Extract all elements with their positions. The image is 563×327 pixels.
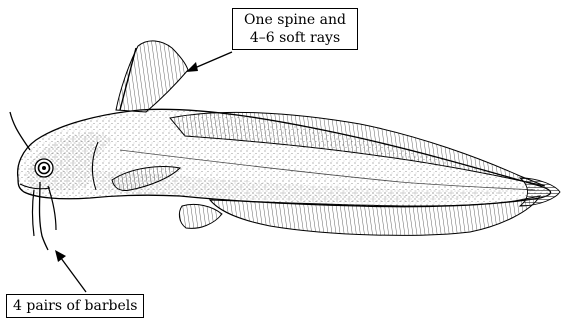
barbel-long-2 [33,190,35,236]
spine-callout-line2: 4–6 soft rays [239,29,351,47]
dorsal-fin-spiny [116,41,188,112]
pelvic-fin [179,204,222,228]
barbel-arrow-line [58,254,86,292]
barbel-arrow-head [55,250,66,262]
barbel-callout: 4 pairs of barbels [6,294,144,318]
spine-callout-line1: One spine and [239,11,351,29]
spine-arrow-head [186,62,198,72]
barbel-upper [10,112,30,150]
spine-callout: One spine and 4–6 soft rays [232,8,358,50]
